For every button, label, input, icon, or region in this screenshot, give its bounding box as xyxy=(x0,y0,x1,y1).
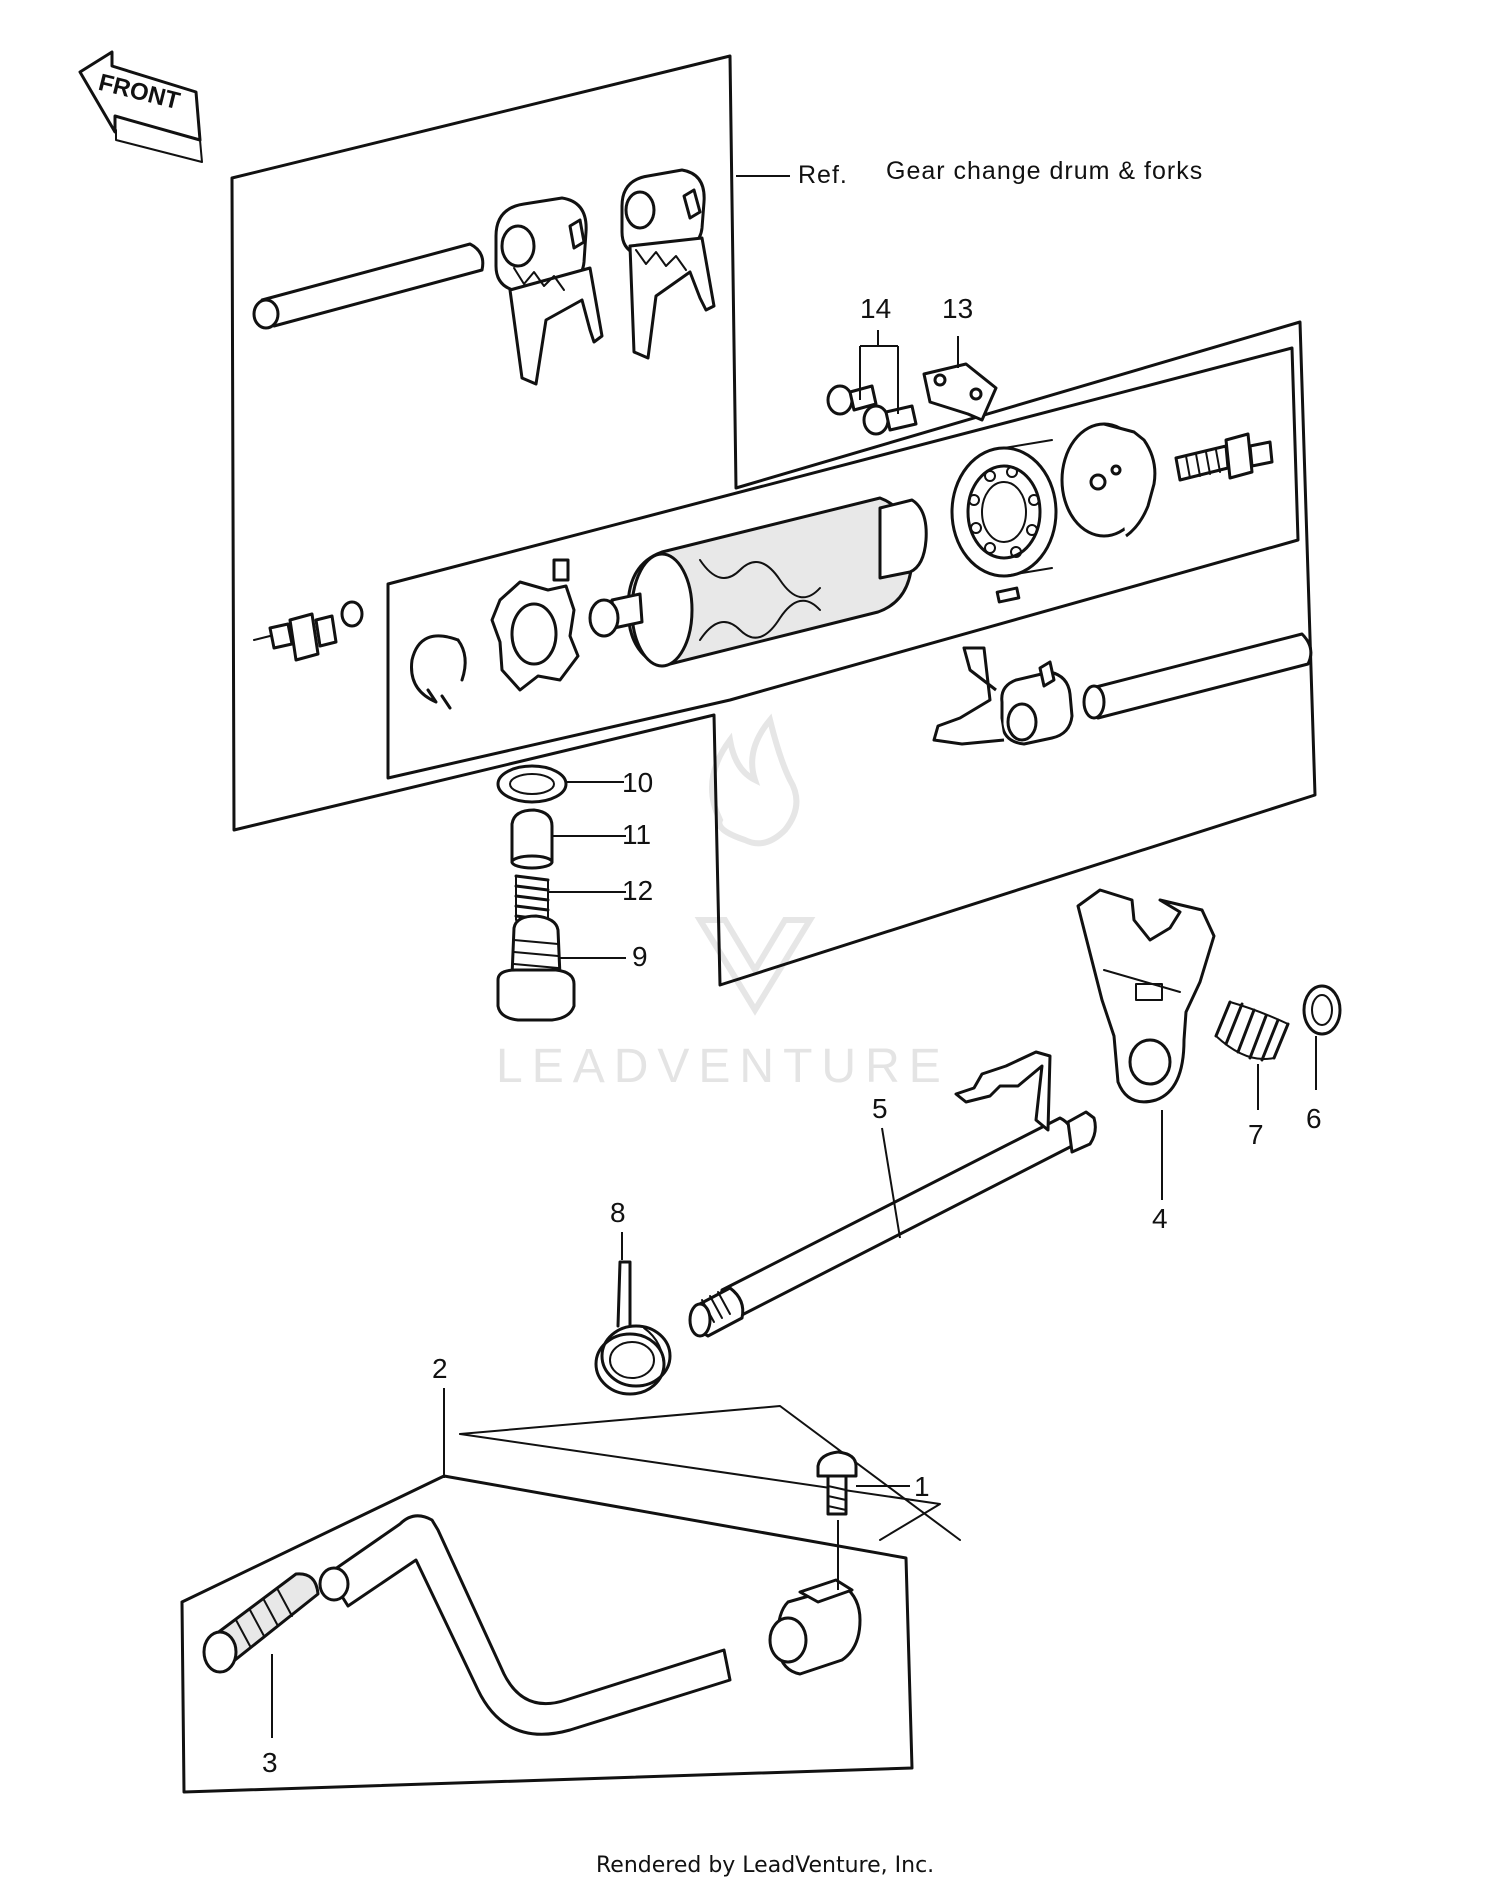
washer-10: 10 xyxy=(496,764,653,804)
fork-rod-lower xyxy=(1082,632,1313,720)
drum-bolt-left xyxy=(253,600,364,662)
screw-14b xyxy=(862,404,918,436)
watermark: LEADVENTURE xyxy=(496,713,950,1093)
drum-pin-right xyxy=(1174,432,1274,482)
reference-text: Gear change drum & forks xyxy=(886,157,1203,185)
callout-10: 10 xyxy=(622,767,653,798)
plate-13: 13 xyxy=(922,293,998,422)
shift-fork-b xyxy=(620,168,716,360)
callout-5: 5 xyxy=(872,1093,888,1124)
circlip xyxy=(410,634,467,710)
callout-9: 9 xyxy=(632,941,648,972)
pedal-panel xyxy=(180,1405,961,1794)
gear-change-drum xyxy=(588,496,928,668)
footer-credit: Rendered by LeadVenture, Inc. xyxy=(596,1853,934,1878)
shift-arm-4: 4 xyxy=(1076,888,1216,1234)
drum-pin-small-a xyxy=(552,558,570,582)
screw-14a xyxy=(826,384,878,416)
callout-1: 1 xyxy=(914,1471,930,1502)
return-spring-8: 8 xyxy=(594,1197,672,1396)
pinch-bolt-1: 1 xyxy=(816,1450,930,1590)
callout-8: 8 xyxy=(610,1197,626,1228)
callout-14: 14 xyxy=(860,293,891,324)
callout-7: 7 xyxy=(1248,1119,1264,1150)
watermark-text: LEADVENTURE xyxy=(496,1040,950,1093)
shift-shaft-5: 5 xyxy=(688,1050,1097,1338)
shift-fork-c xyxy=(932,646,1074,746)
reference-panel xyxy=(230,54,1317,987)
return-spring-7: 7 xyxy=(1214,1000,1290,1150)
pin-holder xyxy=(490,580,580,692)
callout-14-group: 14 xyxy=(859,293,899,414)
callout-11: 11 xyxy=(622,819,651,850)
plug-bolt-9: 9 xyxy=(496,914,648,1022)
shift-pedal-2: 2 xyxy=(318,1353,862,1736)
reference-label: Ref. xyxy=(798,161,848,189)
reference-callout: Ref. Gear change drum & forks xyxy=(736,157,1203,189)
circlip-6: 6 xyxy=(1302,984,1342,1134)
fork-rod-upper xyxy=(252,242,485,330)
callout-12: 12 xyxy=(622,875,653,906)
callout-4: 4 xyxy=(1152,1203,1168,1234)
callout-3: 3 xyxy=(262,1747,278,1778)
drum-bearing xyxy=(950,439,1058,578)
callout-13: 13 xyxy=(942,293,973,324)
detent-pin-11: 11 xyxy=(510,808,651,870)
cam-plate xyxy=(1060,422,1157,538)
callout-2: 2 xyxy=(432,1353,448,1384)
callout-6: 6 xyxy=(1306,1103,1322,1134)
spring-12: 12 xyxy=(514,874,653,922)
front-arrow: FRONT xyxy=(78,50,203,163)
pedal-rubber-3: 3 xyxy=(202,1572,320,1778)
drum-pin-small-b xyxy=(995,586,1021,604)
shift-fork-a xyxy=(494,196,604,386)
